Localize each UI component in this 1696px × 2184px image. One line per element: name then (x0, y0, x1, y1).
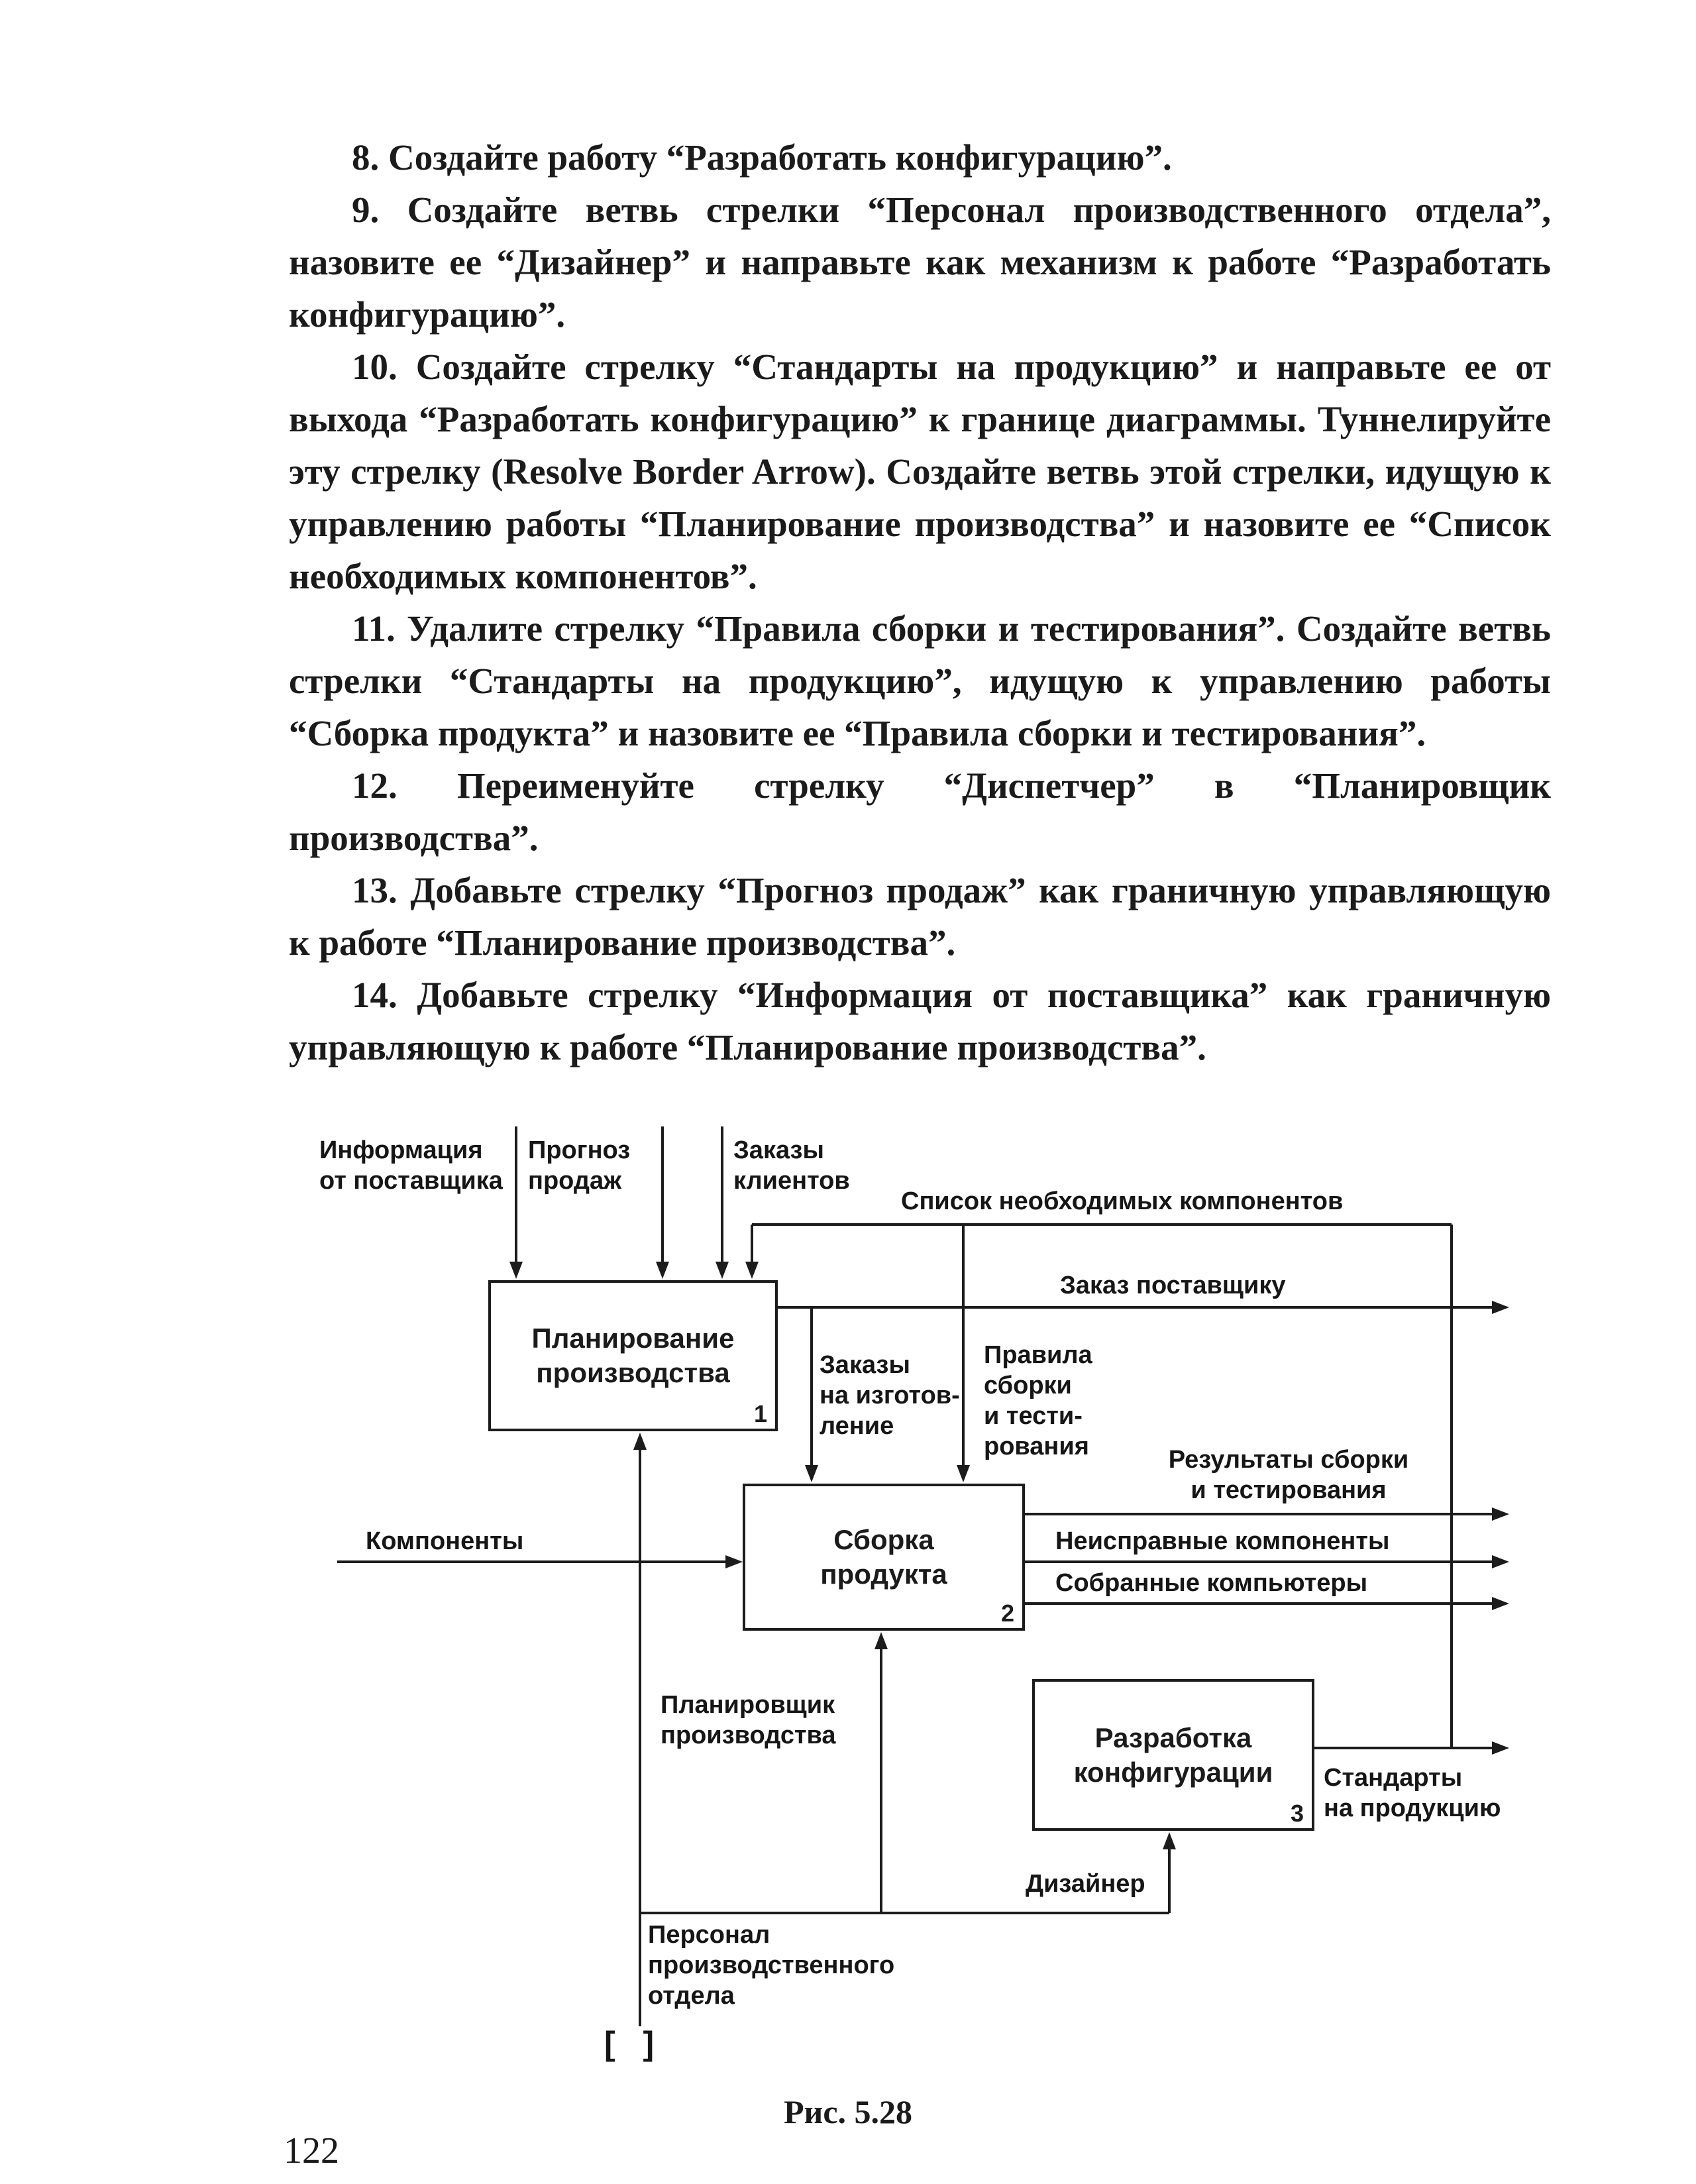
box-number-1: 1 (753, 1400, 767, 1427)
label-line: рования (984, 1433, 1089, 1460)
label-components: Компоненты (366, 1527, 524, 1555)
label-line: на продукцию (1324, 1794, 1501, 1822)
label-line: на изготов- (820, 1382, 960, 1409)
box-number-3: 3 (1290, 1800, 1304, 1827)
tunnel-bracket: [ ] (604, 2025, 664, 2062)
arrow-sales-forecast (656, 1126, 669, 1279)
label-line: Стандарты (1324, 1764, 1463, 1792)
box-title-line: конфигурации (1073, 1756, 1273, 1788)
label-line: от поставщика (319, 1167, 503, 1195)
arrow-info-supplier (509, 1126, 523, 1279)
box-title-line: Сборка (833, 1524, 934, 1555)
instruction-item-12: 12. Переименуйте стрелку “Диспетчер” в “… (289, 765, 1551, 858)
arrow-personnel-mechanism (874, 1632, 888, 1913)
box-title-line: производства (536, 1357, 730, 1388)
label-client-orders: Заказы клиентов (733, 1135, 850, 1196)
box-number-2: 2 (1000, 1600, 1014, 1627)
label-line: ление (820, 1412, 894, 1440)
arrow-components-input (337, 1555, 743, 1568)
label-info-supplier: Информация от поставщика (319, 1135, 503, 1196)
label-line: Прогноз (528, 1136, 631, 1164)
label-assembly-rules: Правила сборки и тести- рования (984, 1340, 1092, 1462)
label-assembled-computers: Собранные компьютеры (1055, 1569, 1368, 1597)
label-product-standards: Стандарты на продукцию (1324, 1763, 1501, 1824)
arrow-faulty-components (1025, 1555, 1509, 1568)
instruction-item-8: 8. Создайте работу “Разработать конфигур… (352, 137, 1172, 178)
activity-box-product-assembly: Сборка продукта 2 (743, 1484, 1025, 1631)
label-supplier-order: Заказ поставщику (1060, 1272, 1286, 1299)
instruction-item-13: 13. Добавьте стрелку “Прогноз продаж” ка… (289, 870, 1551, 963)
label-line: и тести- (984, 1402, 1083, 1430)
arrow-designer-mechanism (1163, 1832, 1176, 1913)
label-line: клиентов (733, 1167, 850, 1195)
label-line: производственного (648, 1951, 895, 1979)
label-line: сборки (984, 1372, 1072, 1399)
instruction-item-9: 9. Создайте ветвь стрелки “Персонал прои… (289, 190, 1551, 335)
label-line: производства (661, 1721, 836, 1749)
label-line: Персонал (648, 1921, 770, 1949)
arrow-assembly-results (1025, 1507, 1509, 1521)
arrow-assembled-computers (1025, 1597, 1509, 1610)
figure-caption: Рис. 5.28 (783, 2093, 913, 2130)
label-line: Заказы (733, 1136, 824, 1164)
arrow-product-standards (1314, 1741, 1509, 1755)
arrow-supplier-order (778, 1301, 1509, 1314)
label-production-planner: Планировщик производства (661, 1690, 836, 1751)
label-line: и тестирования (1191, 1476, 1387, 1504)
arrow-production-planner-mechanism (633, 1433, 647, 2026)
box-title-line: Планирование (531, 1323, 735, 1354)
box-title-line: продукта (820, 1558, 947, 1590)
instruction-item-11: 11. Удалите стрелку “Правила сборки и те… (289, 608, 1551, 753)
page-number: 122 (284, 2130, 339, 2171)
arrow-assembly-rules (957, 1225, 970, 1482)
arrow-client-orders (716, 1126, 729, 1279)
box-title-line: Разработка (1094, 1721, 1252, 1753)
activity-box-production-planning: Планирование производства 1 (488, 1280, 778, 1431)
label-manufacturing-orders: Заказы на изготов- ление (820, 1350, 960, 1441)
box-title-configuration-development: Разработка конфигурации (1035, 1682, 1312, 1828)
box-title-product-assembly: Сборка продукта (745, 1486, 1022, 1628)
box-title-production-planning: Планирование производства (491, 1283, 775, 1429)
instruction-item-10: 10. Создайте стрелку “Стандарты на проду… (289, 347, 1551, 596)
label-line: Планировщик (661, 1691, 835, 1719)
label-personnel: Персонал производственного отдела (648, 1920, 894, 2011)
label-line: Правила (984, 1341, 1092, 1369)
label-designer: Дизайнер (1026, 1870, 1145, 1898)
label-faulty-components: Неисправные компоненты (1055, 1527, 1390, 1555)
label-components-list: Список необходимых компонентов (901, 1187, 1344, 1215)
arrow-manufacturing-orders (805, 1307, 818, 1482)
label-line: продаж (528, 1167, 622, 1195)
instruction-item-14: 14. Добавьте стрелку “Информация от пост… (289, 975, 1551, 1067)
label-line: Заказы (820, 1351, 910, 1379)
label-line: Информация (319, 1136, 483, 1164)
instructions-text: 8. Создайте работу “Разработать конфигур… (289, 131, 1551, 1073)
arrow-components-list-branch (745, 1223, 1453, 1748)
label-assembly-results: Результаты сборки и тестирования (1156, 1445, 1421, 1505)
label-line: отдела (648, 1982, 735, 2010)
label-line: Результаты сборки (1168, 1446, 1409, 1474)
label-sales-forecast: Прогноз продаж (528, 1135, 630, 1196)
activity-box-configuration-development: Разработка конфигурации 3 (1032, 1679, 1314, 1831)
